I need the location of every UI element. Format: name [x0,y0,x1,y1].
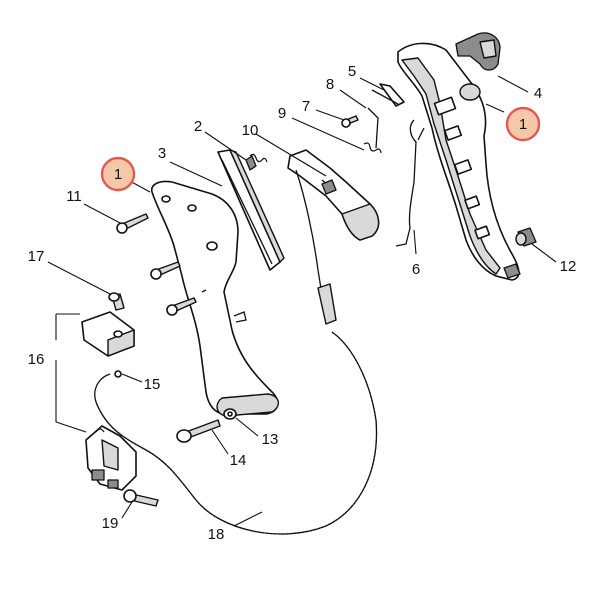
part-screw-17 [108,292,125,311]
callout-5: 5 [348,63,356,80]
highlight-ring [505,106,541,142]
callout-12: 12 [560,258,577,275]
part-shaft-spring-6 [395,119,425,247]
callout-2: 2 [194,118,202,135]
part-screws-left-handle [116,213,197,316]
callout-1-left-highlighted: 1 [100,156,136,192]
callout-17: 17 [28,248,45,265]
callout-label: 1 [519,116,527,133]
leader-lines [47,75,557,527]
part-left-handle-half [150,180,279,417]
callout-9: 9 [278,105,286,122]
callout-13: 13 [262,431,279,448]
part-switch-block-16 [85,425,137,491]
callout-14: 14 [230,452,247,469]
callout-10: 10 [242,122,259,139]
part-clip-4 [455,32,501,71]
callout-18: 18 [208,526,225,543]
part-interlock-lever [371,83,405,107]
callout-7: 7 [302,98,310,115]
part-throttle-trigger [287,149,380,241]
callout-8: 8 [326,76,334,93]
callout-1-right-highlighted: 1 [505,106,541,142]
callout-16: 16 [28,351,45,368]
part-throttle-cable [94,169,378,535]
part-right-handle-half [397,42,521,281]
highlight-ring [100,156,136,192]
callout-label: 1 [114,166,122,183]
callout-15: 15 [144,376,161,393]
part-cap-12 [515,227,537,247]
part-small-pin [341,115,359,128]
callout-4: 4 [534,85,542,102]
callout-6: 6 [412,261,420,278]
part-screw-14 [176,419,221,443]
callout-11: 11 [66,188,82,205]
part-screw-19 [123,489,159,507]
part-torsion-spring [363,107,382,154]
part-bracket-16 [81,311,135,357]
callout-3: 3 [158,145,166,162]
callout-19: 19 [102,515,119,532]
part-washer-13 [223,408,237,420]
part-cable-end-15 [114,370,122,378]
